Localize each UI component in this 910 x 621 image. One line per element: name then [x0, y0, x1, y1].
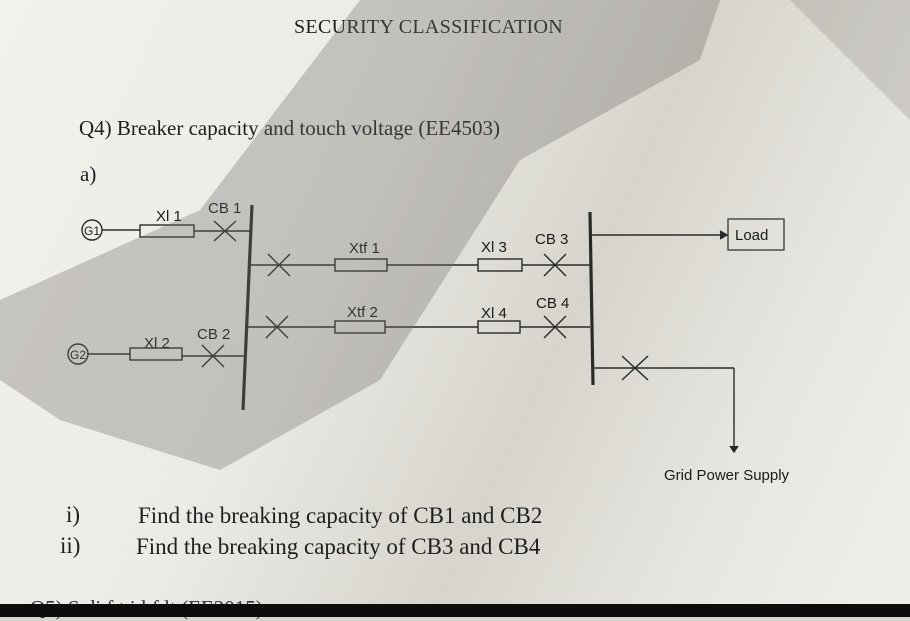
xl1-label: Xl 1 — [156, 208, 182, 225]
reactor-xl4 — [477, 320, 521, 334]
xl2-label: Xl 2 — [144, 335, 170, 352]
reactor-xl3 — [477, 258, 523, 272]
grid-power-supply-label: Grid Power Supply — [664, 467, 790, 484]
load-label: Load — [735, 227, 768, 244]
subquestion-1-number: i) — [66, 502, 81, 527]
right-busbar — [588, 211, 595, 386]
g1-label: G1 — [84, 224, 100, 238]
xtf1-label: Xtf 1 — [349, 240, 380, 257]
security-classification-header: SECURITY CLASSIFICATION — [294, 16, 563, 38]
reactor-xl2 — [129, 347, 183, 361]
xl4-label: Xl 4 — [481, 305, 507, 322]
transformer-xtf2 — [334, 320, 386, 334]
cb1-label: CB 1 — [208, 200, 241, 217]
part-label: a) — [80, 162, 97, 186]
subquestion-2-text: Find the breaking capacity of CB3 and CB… — [136, 534, 541, 559]
bottom-dark-edge — [0, 604, 910, 617]
left-busbar — [241, 204, 254, 411]
xl3-label: Xl 3 — [481, 239, 507, 256]
cb3-label: CB 3 — [535, 231, 568, 248]
subquestion-2-number: ii) — [60, 533, 81, 558]
cb2-label: CB 2 — [197, 326, 230, 343]
g2-label: G2 — [70, 348, 86, 362]
reactor-xl1 — [139, 224, 195, 238]
cb4-label: CB 4 — [536, 295, 569, 312]
question-title: Q4) Breaker capacity and touch voltage (… — [79, 116, 500, 140]
xtf2-label: Xtf 2 — [347, 304, 378, 321]
transformer-xtf1 — [334, 258, 388, 272]
load-box — [727, 218, 785, 251]
subquestion-1-text: Find the breaking capacity of CB1 and CB… — [138, 503, 543, 528]
